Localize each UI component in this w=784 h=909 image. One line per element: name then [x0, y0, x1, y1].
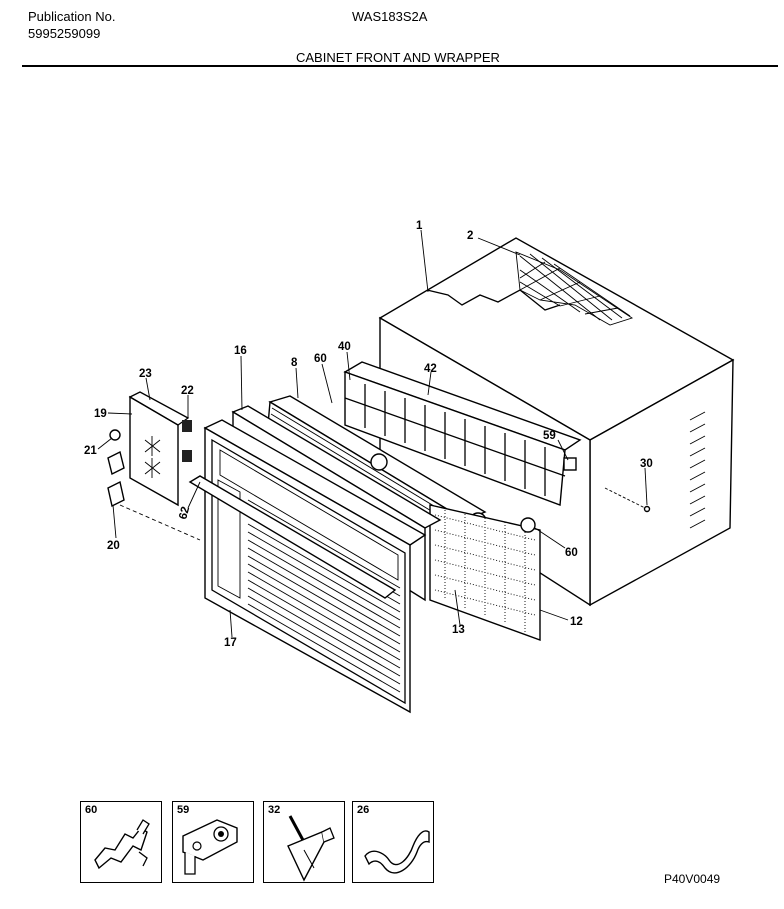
detail-number: 59 — [177, 804, 190, 816]
callout-22: 22 — [181, 385, 194, 397]
bracket-59 — [563, 457, 577, 471]
exploded-parts-diagram: 1 2 16 8 60 40 42 23 22 19 21 59 30 62 2… — [84, 220, 735, 714]
clip-22b — [182, 450, 192, 462]
publication-number: 5995259099 — [28, 26, 101, 41]
callout-20: 20 — [107, 540, 120, 552]
clip-22a — [182, 420, 192, 432]
front-grille — [188, 419, 427, 714]
callout-60-top: 60 — [314, 353, 327, 365]
detail-box-26: 26 — [352, 801, 434, 883]
knob-20b — [107, 480, 125, 508]
callout-2: 2 — [467, 230, 473, 242]
callout-30: 30 — [640, 458, 653, 470]
control-panel — [107, 391, 201, 541]
knob-21 — [109, 429, 121, 441]
callout-60-right: 60 — [565, 547, 578, 559]
callout-21: 21 — [84, 445, 97, 457]
callout-12: 12 — [570, 616, 583, 628]
side-louvers — [689, 411, 706, 529]
callout-1: 1 — [416, 220, 423, 232]
louver-assembly — [343, 361, 582, 513]
callout-13: 13 — [452, 624, 465, 636]
filter-mesh — [429, 504, 541, 641]
detail-box-59: 59 — [172, 801, 254, 883]
callout-17: 17 — [224, 637, 237, 649]
clip-bracket-icon — [94, 819, 150, 870]
mounting-plate-icon — [182, 819, 238, 875]
callout-42: 42 — [424, 363, 437, 375]
callout-59: 59 — [543, 430, 556, 442]
callout-8: 8 — [291, 357, 298, 369]
diagram-code: P40V0049 — [664, 872, 721, 886]
detail-box-32: 32 — [263, 801, 345, 883]
model-number: WAS183S2A — [352, 9, 428, 24]
publication-label: Publication No. — [28, 9, 116, 24]
support-bracket-icon — [287, 815, 335, 882]
page-title: CABINET FRONT AND WRAPPER — [296, 50, 500, 65]
handle-bar — [188, 475, 397, 599]
strap-clamp-icon — [364, 830, 430, 874]
callout-40: 40 — [338, 341, 351, 353]
detail-number: 60 — [85, 804, 98, 816]
detail-number: 26 — [357, 804, 370, 816]
header-rule — [22, 65, 778, 67]
leader-lines — [97, 229, 648, 638]
detail-box-60: 60 — [80, 801, 162, 883]
knob-20a — [107, 450, 125, 476]
detail-number: 32 — [268, 804, 281, 816]
callout-23: 23 — [139, 368, 152, 380]
callout-16: 16 — [234, 345, 247, 357]
callout-62: 62 — [177, 505, 192, 520]
insulation-pad — [515, 251, 634, 326]
callout-19: 19 — [94, 408, 107, 420]
